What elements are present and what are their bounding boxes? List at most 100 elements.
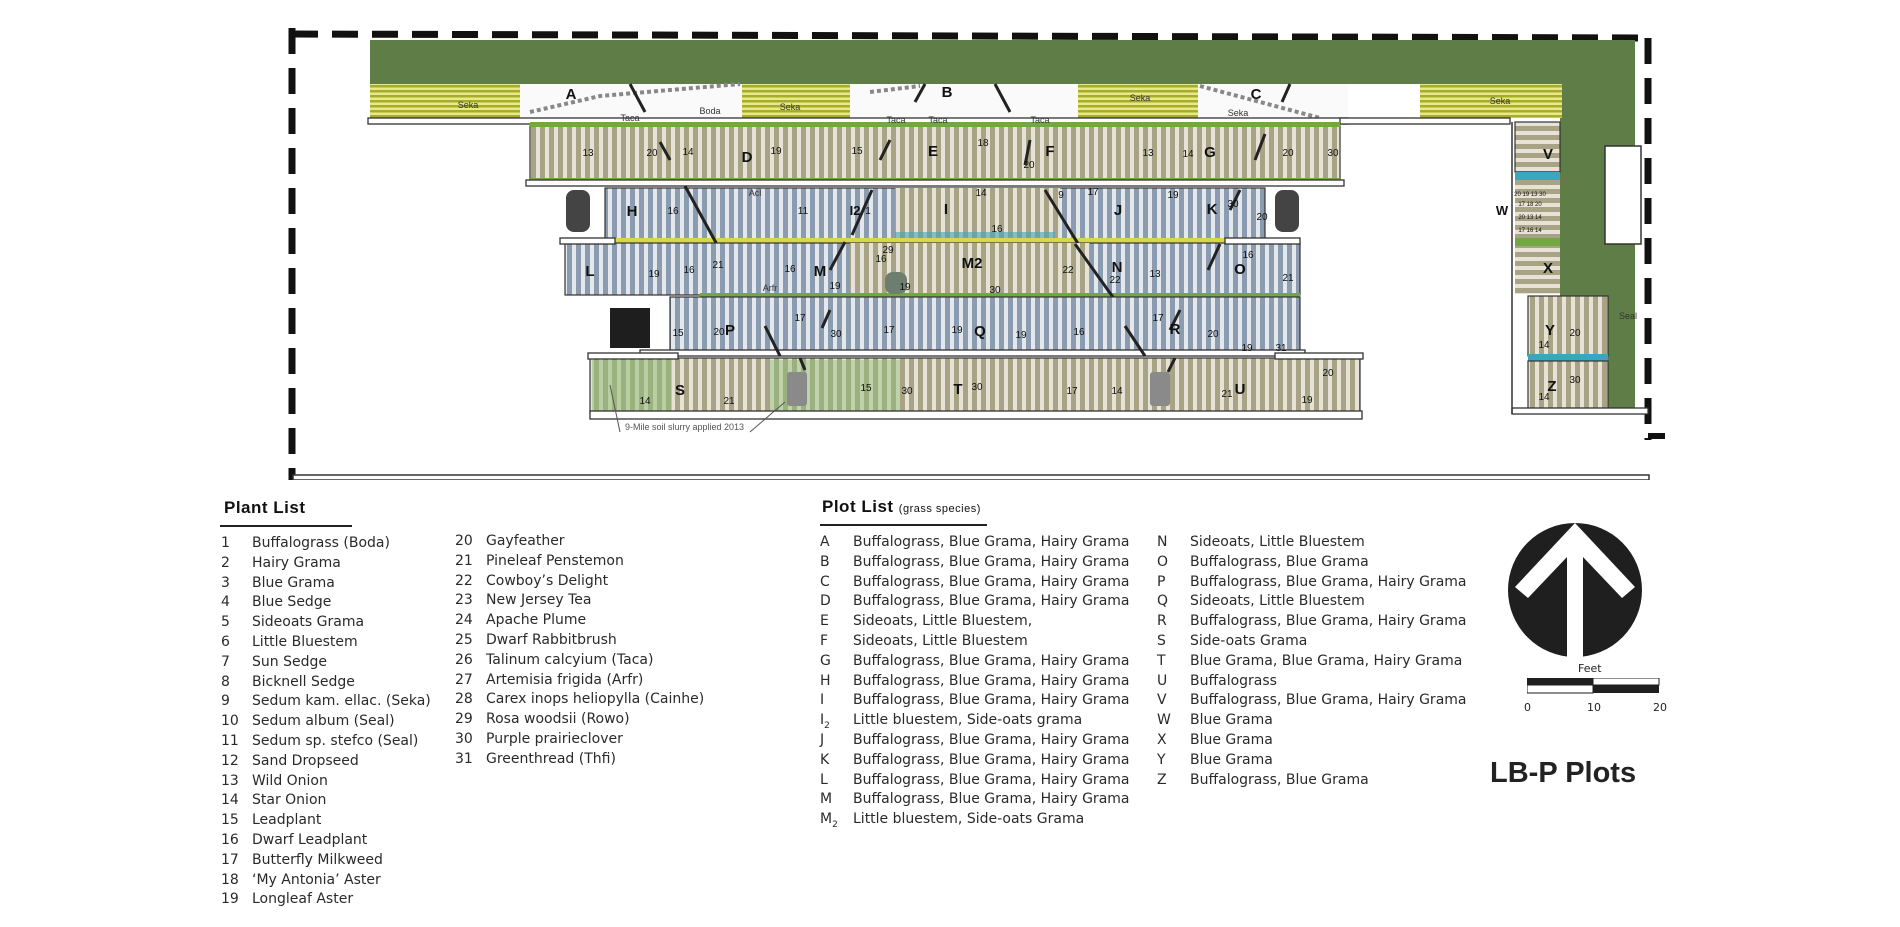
plant-name: Sedum album (Seal) bbox=[252, 713, 395, 730]
svg-text:17: 17 bbox=[794, 313, 806, 324]
svg-text:30: 30 bbox=[971, 382, 983, 393]
plot-label-n: N bbox=[1112, 259, 1123, 276]
plot-list-item: A Buffalograss, Blue Grama, Hairy Grama bbox=[820, 533, 1130, 553]
scale-tick-0: 0 bbox=[1524, 701, 1531, 714]
plot-code-subscript: 2 bbox=[832, 819, 838, 830]
scale-tick-10: 10 bbox=[1587, 701, 1601, 714]
svg-text:17: 17 bbox=[883, 325, 895, 336]
svg-text:17: 17 bbox=[1066, 386, 1078, 397]
svg-text:14: 14 bbox=[1182, 149, 1194, 160]
plant-name: Apache Plume bbox=[486, 612, 587, 629]
plot-code-letter: H bbox=[820, 672, 831, 689]
svg-text:14: 14 bbox=[639, 396, 651, 407]
svg-text:11: 11 bbox=[798, 206, 809, 217]
plot-label-b: B bbox=[942, 84, 953, 101]
tag-taca-4: Taca bbox=[1030, 115, 1049, 125]
plant-number: 26 bbox=[455, 651, 473, 668]
svg-text:19: 19 bbox=[1241, 343, 1253, 354]
plant-number: 20 bbox=[455, 533, 473, 549]
plot-code-letter: Q bbox=[1157, 593, 1169, 610]
plant-name: Star Onion bbox=[252, 792, 327, 809]
plot-code-letter: B bbox=[820, 553, 830, 570]
svg-text:15: 15 bbox=[672, 328, 684, 339]
plant-name: Butterfly Milkweed bbox=[252, 851, 383, 868]
plot-species: Buffalograss, Blue Grama, Hairy Grama bbox=[853, 771, 1130, 788]
plant-name: Carex inops heliopylla (Cainhe) bbox=[486, 691, 705, 708]
plot-code-letter: W bbox=[1157, 712, 1171, 729]
plant-name: Artemisia frigida (Arfr) bbox=[486, 671, 644, 688]
plant-number: 23 bbox=[455, 592, 473, 609]
svg-text:19: 19 bbox=[1301, 395, 1313, 406]
tag-taca-1: Taca bbox=[620, 113, 639, 123]
plant-number: 8 bbox=[221, 673, 230, 690]
svg-text:18: 18 bbox=[977, 138, 989, 149]
svg-text:20: 20 bbox=[1282, 148, 1294, 159]
plot-label-m: M bbox=[814, 263, 827, 280]
plant-name: Cowboy’s Delight bbox=[486, 572, 609, 589]
plant-number: 24 bbox=[455, 612, 473, 629]
svg-text:15: 15 bbox=[851, 146, 863, 157]
tag-seka-5: Seka bbox=[1490, 96, 1511, 106]
svg-text:19: 19 bbox=[1167, 190, 1179, 201]
plot-species: Buffalograss, Blue Grama, Hairy Grama bbox=[853, 553, 1130, 570]
plot-list-item: H Buffalograss, Blue Grama, Hairy Grama bbox=[820, 672, 1130, 692]
svg-text:30: 30 bbox=[1327, 148, 1339, 159]
plot-code: M bbox=[820, 790, 853, 816]
plot-label-z: Z bbox=[1547, 378, 1556, 395]
plot-label-d: D bbox=[742, 149, 753, 166]
plant-list-rule bbox=[220, 525, 352, 527]
plant-name: Rosa woodsii (Rowo) bbox=[486, 711, 630, 728]
plant-number: 13 bbox=[221, 772, 239, 789]
plot-code: I2 bbox=[820, 711, 853, 737]
plot-code-letter: C bbox=[820, 573, 830, 590]
plot-code: A bbox=[820, 533, 853, 559]
svg-text:16: 16 bbox=[784, 264, 796, 275]
plot-code-letter: M bbox=[820, 791, 833, 808]
plot-species: Blue Grama bbox=[1190, 712, 1273, 729]
page-title: LB-P Plots bbox=[1490, 757, 1637, 789]
plot-species: Buffalograss, Blue Grama, Hairy Grama bbox=[853, 751, 1130, 768]
plant-name: Buffalograss (Boda) bbox=[252, 535, 390, 551]
svg-text:20: 20 bbox=[713, 327, 725, 338]
plot-species: Buffalograss, Blue Grama, Hairy Grama bbox=[853, 672, 1130, 689]
plot-code: J bbox=[820, 731, 853, 757]
plot-species: Little bluestem, Side-oats Grama bbox=[853, 811, 1085, 828]
svg-text:14: 14 bbox=[1538, 340, 1550, 351]
plot-code: H bbox=[820, 672, 853, 698]
plot-species: Buffalograss, Blue Grama, Hairy Grama bbox=[853, 534, 1130, 550]
svg-text:19: 19 bbox=[648, 269, 660, 280]
row-l-o bbox=[559, 237, 1301, 301]
plant-name: Blue Sedge bbox=[252, 594, 332, 611]
plot-code: U bbox=[1157, 672, 1190, 698]
plot-species: Little bluestem, Side-oats grama bbox=[853, 712, 1083, 729]
plot-list-item: B Buffalograss, Blue Grama, Hairy Grama bbox=[820, 553, 1130, 573]
plant-name: Sideoats Grama bbox=[252, 614, 365, 631]
plot-label-o: O bbox=[1234, 261, 1246, 278]
plot-code-letter: X bbox=[1157, 731, 1167, 748]
plot-code: V bbox=[1157, 691, 1190, 717]
plot-label-v: V bbox=[1543, 146, 1553, 163]
plant-number: 3 bbox=[221, 574, 230, 591]
plot-code-letter: A bbox=[820, 534, 830, 550]
svg-text:13: 13 bbox=[1142, 148, 1154, 159]
plot-species: Buffalograss bbox=[1190, 672, 1277, 689]
plot-code-letter: L bbox=[820, 771, 828, 788]
roof-boundary bbox=[288, 28, 1652, 480]
plot-species: Buffalograss, Blue Grama, Hairy Grama bbox=[853, 573, 1130, 590]
plant-number: 27 bbox=[455, 671, 473, 688]
right-column bbox=[1511, 121, 1649, 415]
svg-text:16: 16 bbox=[1073, 327, 1085, 338]
svg-text:19: 19 bbox=[829, 281, 841, 292]
plot-label-t: T bbox=[953, 381, 962, 398]
plant-number: 2 bbox=[221, 554, 230, 571]
plot-code: O bbox=[1157, 553, 1190, 579]
